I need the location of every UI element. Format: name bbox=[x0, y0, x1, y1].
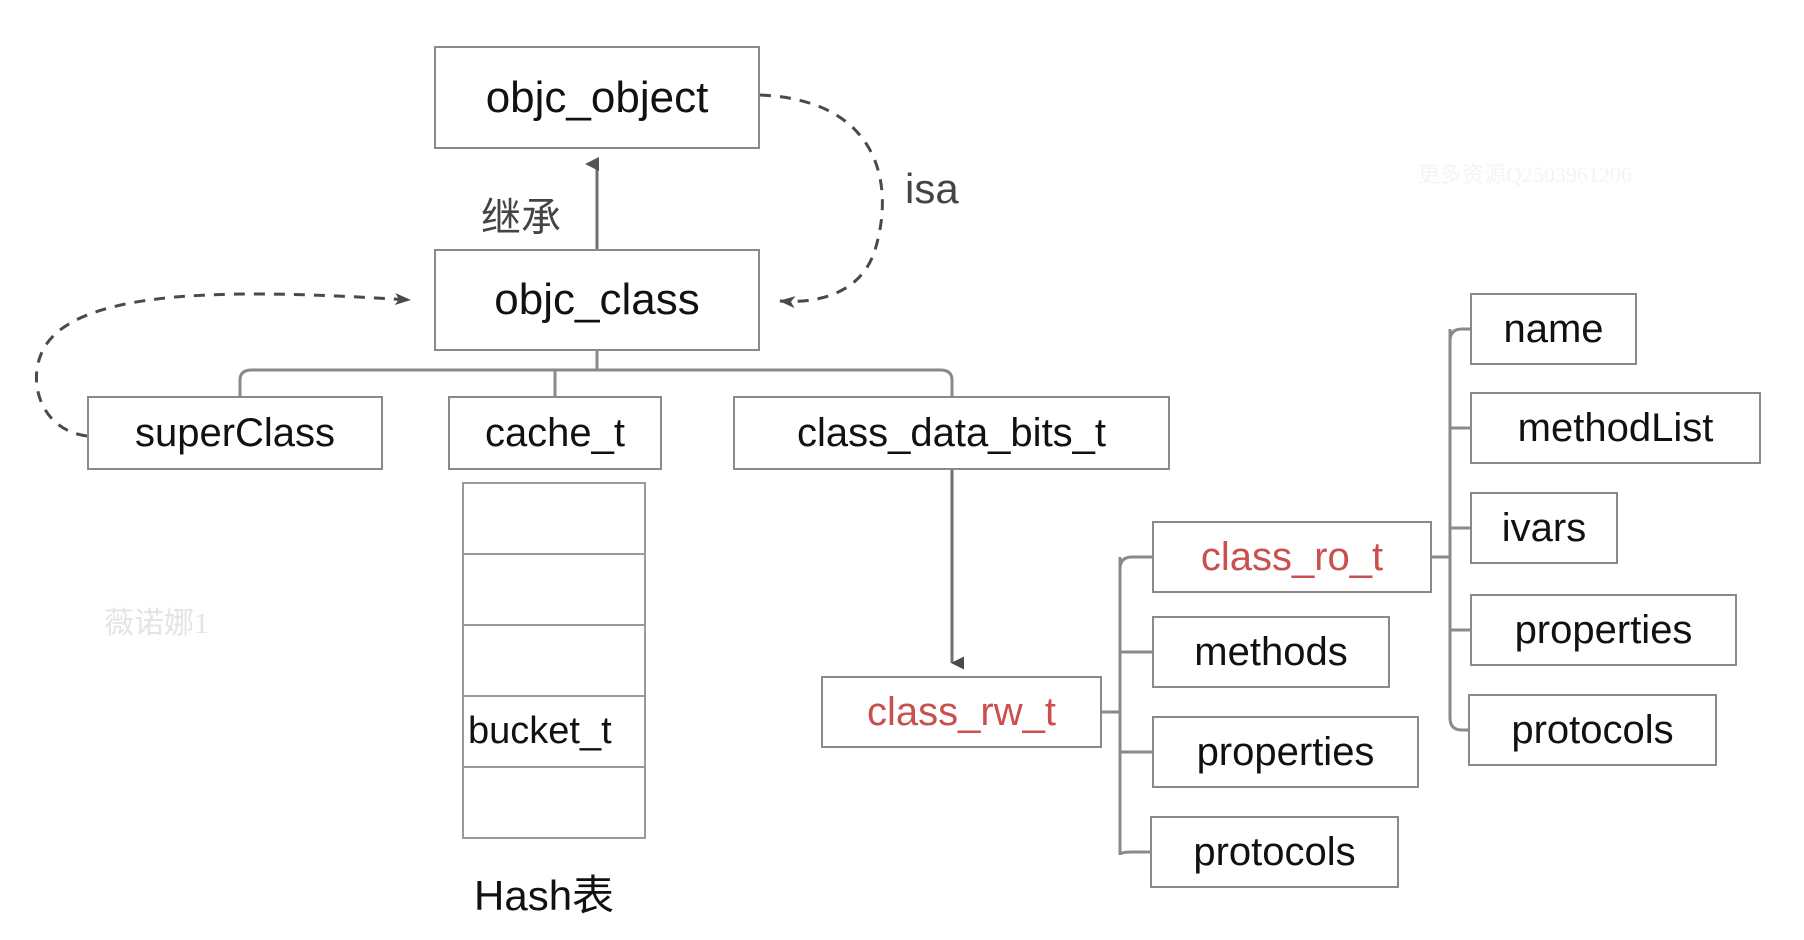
node-ro-name[interactable]: name bbox=[1470, 293, 1637, 365]
node-rw-protocols[interactable]: protocols bbox=[1150, 816, 1399, 888]
hash-cell[interactable] bbox=[464, 768, 644, 837]
node-ro-methodlist[interactable]: methodList bbox=[1470, 392, 1761, 464]
watermark-top-right: 更多资源Q2503961206 bbox=[1418, 162, 1632, 187]
inheritance-edge-label: 继承 bbox=[481, 196, 561, 240]
node-label: methodList bbox=[1517, 406, 1714, 450]
node-label: properties bbox=[1514, 608, 1693, 652]
node-ro-properties[interactable]: properties bbox=[1470, 594, 1737, 666]
node-label: objc_class bbox=[494, 275, 700, 324]
hash-cell[interactable] bbox=[464, 555, 644, 626]
isa-edge bbox=[759, 93, 884, 309]
node-label: class_data_bits_t bbox=[796, 411, 1107, 455]
node-label: cache_t bbox=[484, 411, 626, 455]
node-objc-class[interactable]: objc_class bbox=[434, 249, 760, 351]
node-objc-object[interactable]: objc_object bbox=[434, 46, 760, 149]
hash-cell-bucket-t[interactable]: bucket_t bbox=[464, 697, 644, 768]
node-label: class_rw_t bbox=[867, 690, 1056, 734]
node-cache-t[interactable]: cache_t bbox=[448, 396, 662, 470]
node-superclass[interactable]: superClass bbox=[87, 396, 383, 470]
objc-class-children-edges bbox=[238, 351, 954, 396]
hash-cell[interactable] bbox=[464, 626, 644, 697]
node-label: methods bbox=[1194, 630, 1348, 674]
class-ro-children-edges bbox=[1432, 327, 1470, 732]
node-label: properties bbox=[1196, 730, 1375, 774]
node-label: objc_object bbox=[485, 72, 709, 122]
node-label: name bbox=[1503, 307, 1604, 351]
node-label: ivars bbox=[1501, 506, 1587, 550]
node-rw-methods[interactable]: methods bbox=[1152, 616, 1390, 688]
hash-cell[interactable] bbox=[464, 484, 644, 555]
isa-edge-label: isa bbox=[905, 165, 959, 212]
node-class-ro-t[interactable]: class_ro_t bbox=[1152, 521, 1432, 593]
node-ro-protocols[interactable]: protocols bbox=[1468, 694, 1717, 766]
node-ro-ivars[interactable]: ivars bbox=[1470, 492, 1618, 564]
node-rw-properties[interactable]: properties bbox=[1152, 716, 1419, 788]
hash-table: bucket_t bbox=[462, 482, 646, 839]
node-label: protocols bbox=[1193, 830, 1356, 874]
class-rw-children-edges bbox=[1102, 555, 1152, 856]
node-label: superClass bbox=[134, 411, 336, 455]
node-label: class_ro_t bbox=[1200, 535, 1384, 579]
node-label: protocols bbox=[1511, 708, 1674, 752]
node-class-rw-t[interactable]: class_rw_t bbox=[821, 676, 1102, 748]
hash-table-caption: Hash表 bbox=[474, 872, 615, 919]
node-class-data-bits-t[interactable]: class_data_bits_t bbox=[733, 396, 1170, 470]
watermark-left: 薇诺娜1 bbox=[104, 607, 209, 640]
